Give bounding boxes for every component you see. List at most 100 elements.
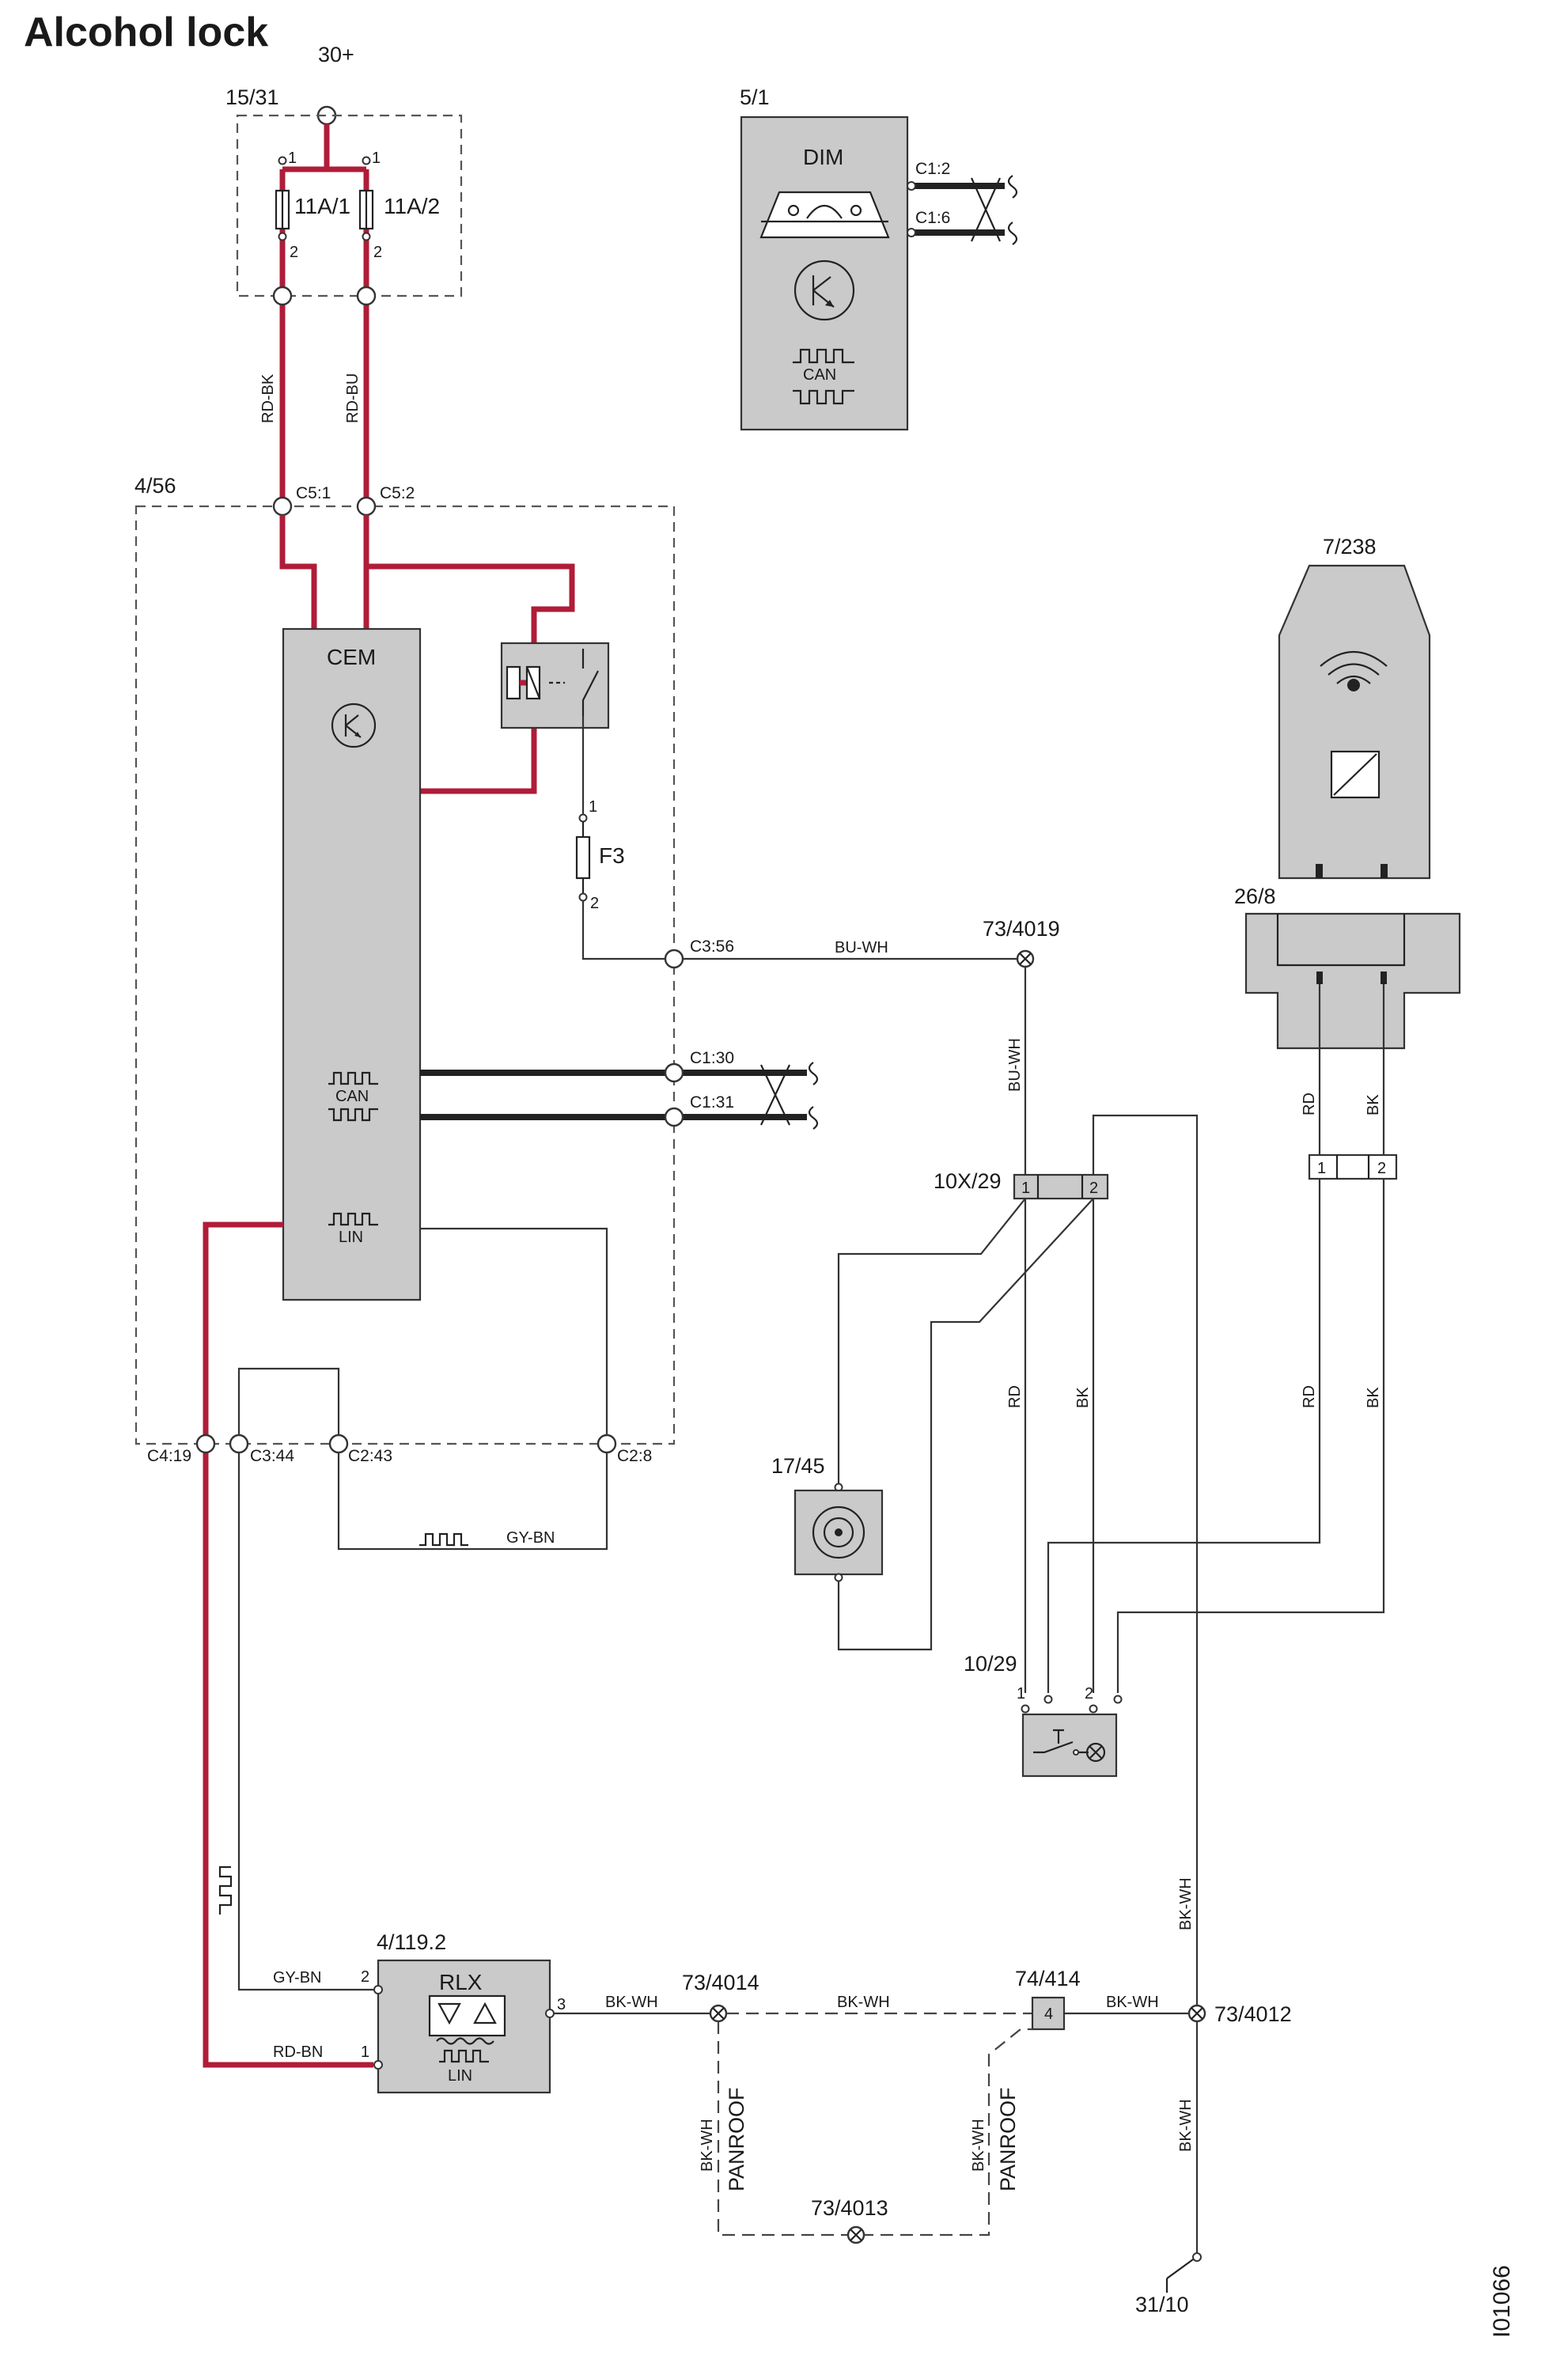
wire-label-bk-wh-v-lower: BK-WH (1177, 2099, 1195, 2152)
cem-module-outline (134, 505, 676, 1445)
connector-10x29-ref: 10X/29 (934, 1169, 1002, 1193)
connector-10x29 (1013, 1173, 1109, 1200)
wire-label-rd-lower-right: RD (1301, 1385, 1318, 1408)
reader-inline-pin-2: 2 (1377, 1160, 1386, 1177)
rlx-lin-wave (439, 2049, 489, 2063)
reader-pin-2 (1381, 864, 1388, 878)
wire-label-bk-wh-mid: BK-WH (837, 1994, 890, 2011)
reader-ref: 7/238 (1323, 535, 1377, 559)
dashboard-icon (759, 191, 890, 239)
fuse2-pin-bottom: 2 (373, 244, 382, 261)
fuse1-terminal (272, 286, 293, 306)
rlx-ref: 4/119.2 (377, 1930, 446, 1954)
cem-terminal-c3-44 (229, 1434, 249, 1454)
wire-label-bu-wh-v: BU-WH (1006, 1038, 1024, 1092)
document-id: I01066 (1489, 2265, 1515, 2338)
connector-10x29-pin-2: 2 (1089, 1180, 1098, 1197)
fuse-11a1 (275, 156, 290, 241)
wire-label-bk-wh-right: BK-WH (1106, 1994, 1159, 2011)
cem-can-label: CAN (335, 1088, 369, 1105)
cem-terminal-c2-43 (328, 1434, 349, 1454)
dim-ref: 5/1 (740, 85, 770, 109)
rlx-pin-3-dot (545, 2009, 555, 2018)
lin-vertical-wave (218, 1865, 233, 1915)
panroof-label-left: PANROOF (725, 2087, 748, 2191)
reader-pin-1 (1316, 864, 1323, 878)
wire-label-bk-wh-pan-right: BK-WH (970, 2119, 987, 2172)
dim-can-label: CAN (803, 366, 836, 384)
splice-73-4014 (709, 2004, 728, 2023)
cem-conn-c4-19: C4:19 (147, 1447, 191, 1465)
dim-conn-c1-6: C1:6 (915, 209, 950, 227)
sensor-icon (1330, 750, 1381, 799)
fuse-f3 (575, 813, 591, 902)
fuse2-name: 11A/2 (384, 194, 440, 218)
socket-inner-ring (823, 1517, 854, 1548)
rlx-pin-1: 1 (361, 2043, 369, 2061)
ground-label: 31/10 (1135, 2293, 1189, 2316)
cem-conn-c2-43: C2:43 (348, 1447, 392, 1465)
splice-73-4012-ref: 73/4012 (1214, 2002, 1292, 2026)
reader-connector-pin-1 (1316, 972, 1323, 984)
lamp-icon (1085, 1742, 1106, 1763)
cem-terminal-c5-1 (272, 496, 293, 517)
cem-terminal-c1-30 (664, 1062, 684, 1083)
splice-73-4019-ref: 73/4019 (983, 917, 1060, 941)
rlx-pin-1-dot (373, 2060, 383, 2070)
cem-lin-label: LIN (339, 1229, 363, 1246)
diagram-title: Alcohol lock (24, 9, 268, 55)
wireless-icon (1320, 651, 1388, 691)
cem-lin-wave (328, 1212, 378, 1226)
cem-wire-break-bottom (808, 1106, 819, 1130)
wire-label-rd-lower-mid: RD (1006, 1385, 1024, 1408)
rd-bn-lin-wire (203, 1221, 373, 2068)
bk-wh-ground-vertical (1092, 1114, 1199, 2253)
f3-pin-top: 1 (589, 798, 597, 816)
dim-pin-c1-2 (907, 181, 916, 191)
fuse1-name: 11A/1 (294, 194, 350, 218)
switch-terminal-2 (1089, 1704, 1098, 1714)
wire-label-rd-upper: RD (1301, 1093, 1318, 1115)
rlx-lin-label: LIN (448, 2067, 472, 2085)
wire-label-rd-bu: RD-BU (344, 373, 362, 423)
fuse2-pin-top: 1 (372, 150, 381, 167)
gy-bn-bottom-wire (337, 1453, 608, 1551)
cem-name: CEM (327, 645, 376, 669)
cem-can-wave-top (328, 1071, 378, 1085)
reader-connector (1244, 912, 1461, 1050)
wire-label-bk-upper: BK (1365, 1094, 1382, 1115)
fuse2-terminal (356, 286, 377, 306)
fuse1-pin-top: 1 (288, 150, 297, 167)
splice-73-4012 (1187, 2004, 1206, 2023)
cem-conn-c3-44: C3:44 (250, 1447, 294, 1465)
wire-label-bk-wh-v-upper: BK-WH (1177, 1877, 1195, 1930)
cem-terminal-c4-19 (195, 1434, 216, 1454)
dim-conn-c1-2: C1:2 (915, 160, 950, 178)
switch-10-29-ref: 10/29 (964, 1652, 1017, 1676)
splice-73-4014-ref: 73/4014 (682, 1971, 759, 1994)
connector-74-414-pin: 4 (1044, 2006, 1053, 2023)
supply-feed-wire (279, 124, 369, 191)
f3-pin-bottom: 2 (590, 895, 599, 912)
cem-control-unit (282, 627, 422, 1301)
cem-c2-43-c3-44-link (237, 1367, 340, 1435)
cem-terminal-c3-56 (664, 949, 684, 969)
cem-wire-break-top (808, 1062, 819, 1085)
switch-contact-symbol (1033, 1729, 1089, 1754)
socket-wire-b (837, 1198, 1094, 1651)
reader-inline-pin-1: 1 (1317, 1160, 1326, 1177)
fuse-11a2 (358, 156, 374, 241)
dim-wire-break-bottom (1007, 222, 1018, 245)
cem-control-unit-icon (331, 703, 377, 748)
ground-terminal (1192, 2252, 1202, 2262)
wire-label-bu-wh-h: BU-WH (835, 939, 888, 956)
reader-connector-ref: 26/8 (1234, 884, 1276, 908)
rlx-name: RLX (439, 1970, 483, 1994)
reader-connector-socket (1276, 914, 1406, 967)
fuse-box-outline (236, 114, 463, 297)
panroof-label-right: PANROOF (996, 2087, 1020, 2191)
fuse-box-ref: 15/31 (225, 85, 279, 109)
switch-contact-dot (1073, 1749, 1079, 1756)
rlx-pin-2-dot (373, 1985, 383, 1994)
cem-conn-c1-31: C1:31 (690, 1093, 734, 1112)
